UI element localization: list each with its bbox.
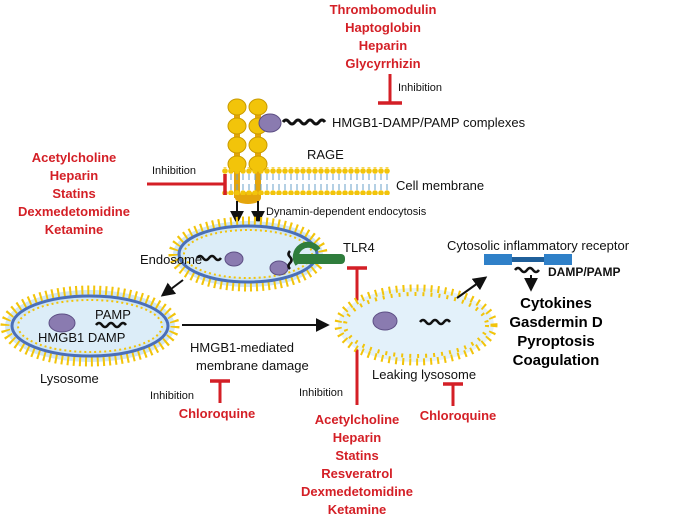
tlr4-drug: Statins (335, 448, 378, 463)
hmgb1-protein-icon (258, 113, 282, 133)
hmgb1-protein-icon (269, 260, 289, 276)
dna-strand-icon (514, 266, 540, 274)
damp-pamp-label: DAMP/PAMP (548, 265, 620, 279)
lysosome-label: Lysosome (40, 371, 99, 386)
lysosome-inner-label: HMGB1 DAMP (38, 330, 125, 345)
top-drug: Haptoglobin (345, 20, 421, 35)
left-inhibition-bar (147, 174, 227, 195)
cytosolic-receptor-label: Cytosolic inflammatory receptor (447, 238, 630, 253)
chloroquine-right-drug: Chloroquine (420, 408, 497, 423)
rage-label: RAGE (307, 147, 344, 162)
outcome-list: Cytokines Gasdermin D Pyroptosis Coagula… (509, 295, 603, 369)
cell-membrane-label: Cell membrane (396, 178, 484, 193)
tlr4-drug: Dexmedetomidine (301, 484, 413, 499)
dna-strand-icon (95, 321, 127, 329)
tlr4-inhibitor-list: Acetylcholine Heparin Statins Resveratro… (301, 412, 413, 517)
dna-strand-icon (196, 254, 222, 262)
top-drug: Glycyrrhizin (345, 56, 420, 71)
tlr4-label: TLR4 (343, 240, 375, 255)
tlr4-drug: Heparin (333, 430, 381, 445)
top-drug: Thrombomodulin (330, 2, 437, 17)
left-inhibition-label: Inhibition (152, 165, 196, 177)
damage-label-line: membrane damage (196, 358, 309, 373)
dna-strand-icon (419, 318, 451, 326)
top-inhibitor-list: Thrombomodulin Haptoglobin Heparin Glycy… (330, 2, 437, 71)
top-inhibition-bar (378, 74, 402, 105)
outcome-item: Gasdermin D (509, 314, 603, 331)
complex-label: HMGB1-DAMP/PAMP complexes (332, 115, 526, 130)
left-drug: Heparin (50, 168, 98, 183)
left-drug: Statins (52, 186, 95, 201)
dna-strand-icon (281, 118, 327, 126)
endosome-to-lysosome-arrow (160, 279, 184, 297)
hmgb1-protein-icon (372, 311, 398, 331)
endosome-label: Endosome (140, 252, 202, 267)
hmgb1-protein-icon (48, 313, 76, 333)
tlr4-drug: Resveratrol (321, 466, 393, 481)
tlr4-drug: Ketamine (328, 502, 387, 517)
chloroquine-left-drug: Chloroquine (179, 406, 256, 421)
outcome-item: Pyroptosis (517, 333, 595, 350)
chloroquine-left-inhibition-label: Inhibition (150, 390, 194, 402)
chloroquine-right-inhibition-bar (443, 382, 463, 406)
lysosome (0, 285, 180, 367)
top-inhibition-label: Inhibition (398, 82, 442, 94)
tlr4-drug: Acetylcholine (315, 412, 400, 427)
left-drug: Acetylcholine (32, 150, 117, 165)
top-drug: Heparin (359, 38, 407, 53)
hmgb1-protein-icon (224, 251, 244, 267)
leaking-lysosome-label: Leaking lysosome (372, 367, 476, 382)
endocytosis-label: Dynamin-dependent endocytosis (266, 206, 427, 218)
chloroquine-left-inhibition-bar (210, 379, 230, 403)
outcome-item: Coagulation (513, 352, 600, 369)
left-drug: Dexmedetomidine (18, 204, 130, 219)
left-inhibitor-list: Acetylcholine Heparin Statins Dexmedetom… (18, 150, 130, 237)
leaking-lysosome (334, 284, 498, 366)
dna-strand-icon (287, 250, 293, 270)
tlr4-receptor (292, 241, 345, 266)
lysosome-pamp-label: PAMP (95, 307, 131, 322)
outcome-item: Cytokines (520, 295, 592, 312)
cell-membrane (222, 167, 390, 195)
cytosolic-receptor (484, 254, 572, 265)
damage-label-line: HMGB1-mediated (190, 340, 294, 355)
release-arrow (456, 276, 488, 299)
left-drug: Ketamine (45, 222, 104, 237)
tlr4-inhibition-label: Inhibition (299, 387, 343, 399)
